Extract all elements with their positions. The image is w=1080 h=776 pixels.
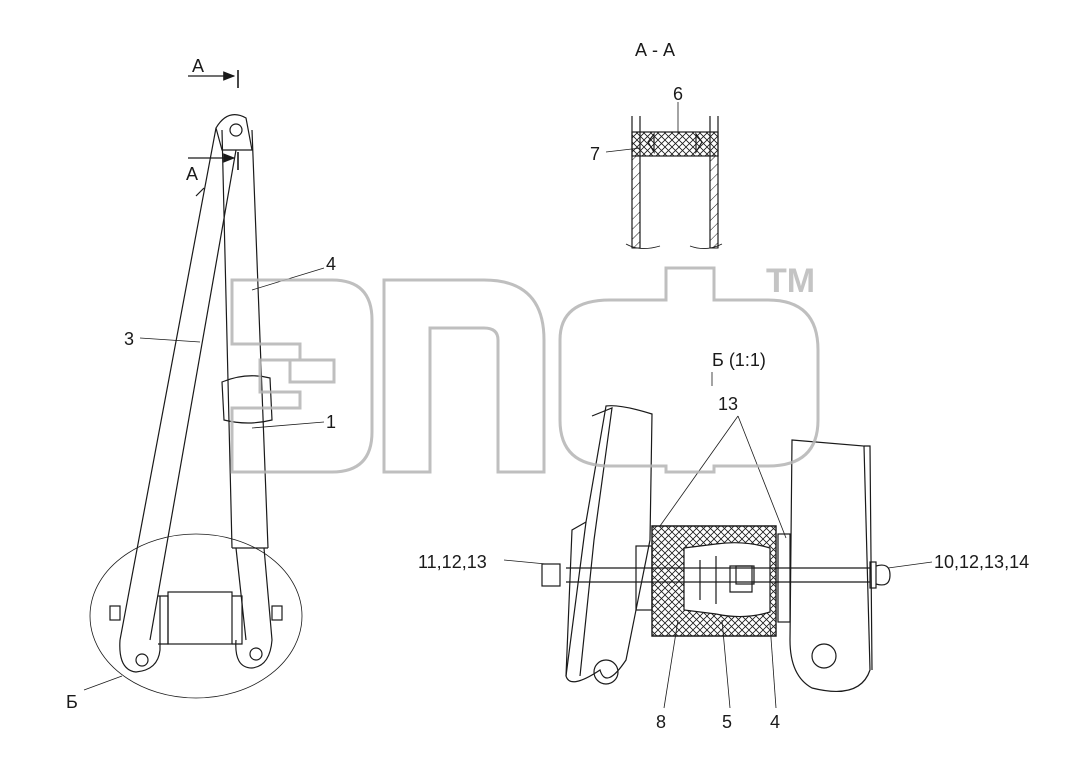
watermark-trademark: TM — [766, 262, 815, 300]
callout-5: 5 — [722, 712, 732, 732]
top-eye — [215, 114, 253, 151]
callout-left-group: 11,12,13 — [418, 552, 487, 572]
brace-outline — [119, 127, 237, 641]
detail-title: Б (1:1) — [712, 350, 766, 370]
section-marker-top: А — [192, 56, 204, 76]
callout-4-main: 4 — [326, 254, 336, 274]
bushing — [167, 591, 233, 645]
main-view — [83, 70, 325, 699]
inner-nut — [735, 565, 755, 585]
bolt-head-left — [109, 605, 121, 621]
section-title: А - А — [635, 40, 675, 60]
callout-right-group: 10,12,13,14 — [934, 552, 1029, 572]
right-plate — [789, 439, 871, 692]
callout-3: 3 — [124, 329, 134, 349]
detail-marker: Б — [66, 692, 78, 712]
plug-6 — [631, 131, 719, 157]
section-a-a — [605, 102, 723, 249]
nut-left — [541, 563, 561, 587]
tube-outline — [221, 129, 269, 549]
washer-left — [635, 545, 653, 611]
callout-4-detail: 4 — [770, 712, 780, 732]
top-eye-hole — [229, 123, 243, 137]
nut-right — [875, 564, 891, 586]
watermark-logo — [230, 266, 820, 474]
callout-1: 1 — [326, 412, 336, 432]
bolt-head-right — [271, 605, 283, 621]
detail-b-ellipse — [89, 533, 303, 699]
callout-8: 8 — [656, 712, 666, 732]
callout-6: 6 — [673, 84, 683, 104]
left-plate — [565, 405, 653, 683]
section-marker-bottom: А — [186, 164, 198, 184]
sleeve-4 — [221, 375, 273, 424]
callout-13-top: 13 — [718, 394, 738, 414]
bushing-5 — [683, 542, 771, 618]
detail-b — [503, 372, 933, 709]
callout-7: 7 — [590, 144, 600, 164]
washer-right — [777, 533, 791, 623]
